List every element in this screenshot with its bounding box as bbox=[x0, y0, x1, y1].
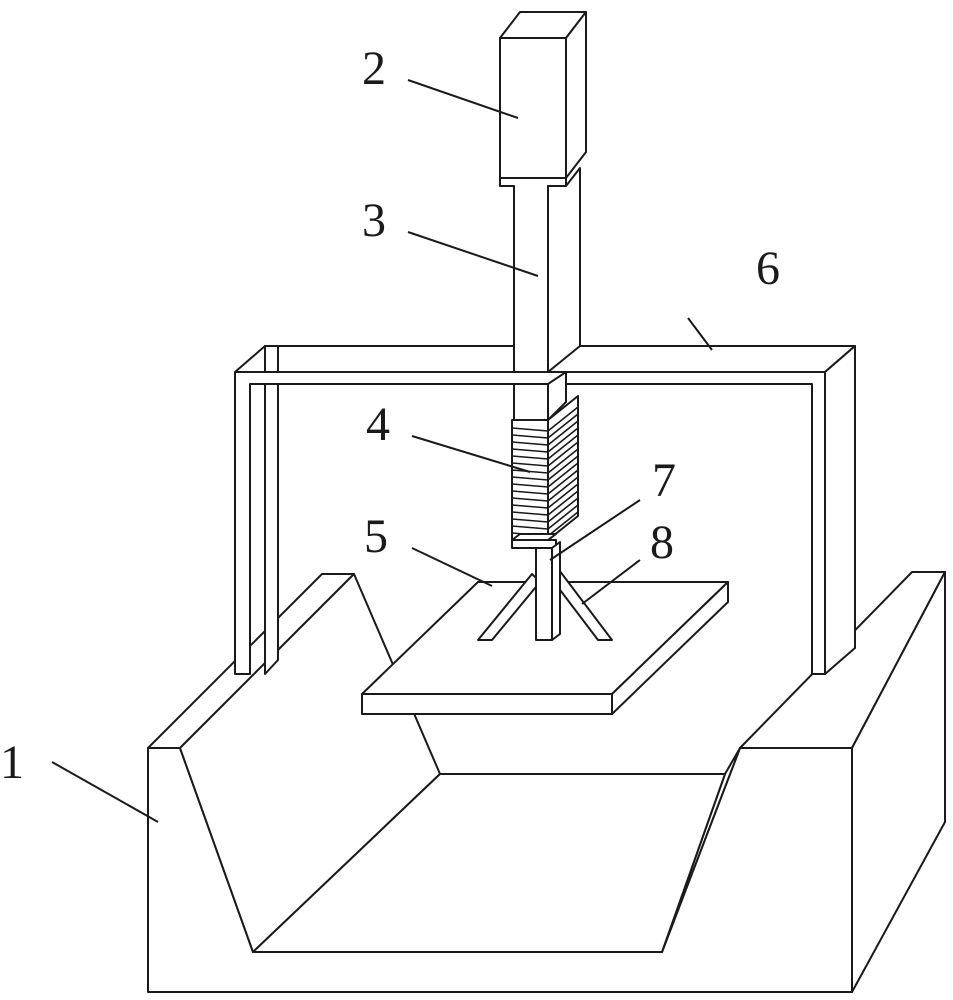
label-part-6: 6 bbox=[756, 242, 780, 295]
part-labels: 1 2 3 4 5 6 7 8 bbox=[0, 42, 780, 789]
label-part-4: 4 bbox=[366, 398, 390, 451]
base-trough bbox=[147, 571, 946, 993]
motor bbox=[499, 11, 587, 179]
label-part-2: 2 bbox=[362, 42, 386, 95]
threaded-screw bbox=[511, 395, 579, 541]
leader-lines bbox=[51, 79, 713, 823]
label-part-3: 3 bbox=[362, 194, 386, 247]
label-part-1: 1 bbox=[0, 736, 24, 789]
rod-and-braces bbox=[477, 533, 613, 641]
label-part-8: 8 bbox=[650, 516, 674, 569]
label-part-7: 7 bbox=[652, 454, 676, 507]
label-part-5: 5 bbox=[364, 510, 388, 563]
